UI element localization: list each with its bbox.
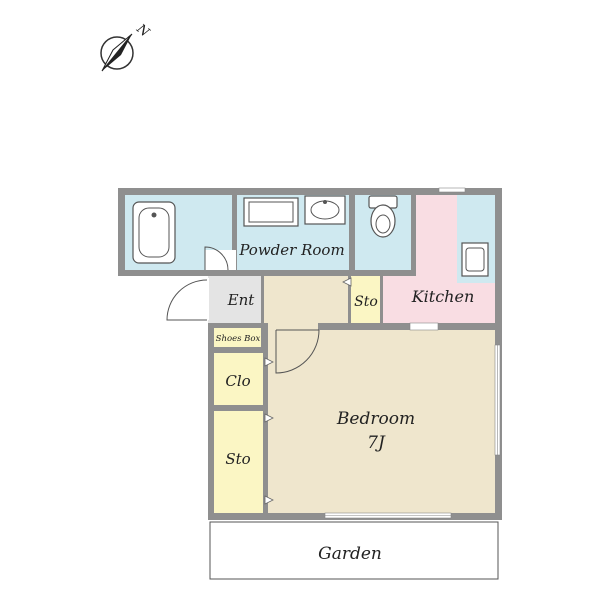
- kitchen-window: [438, 187, 466, 193]
- clo-label: Clo: [225, 372, 250, 390]
- clo-door-marker: [264, 357, 274, 367]
- storage-hall: [351, 276, 380, 323]
- sto-closet-label: Sto: [225, 450, 250, 468]
- bedroom-label: Bedroom: [336, 409, 415, 429]
- closet: [214, 353, 263, 405]
- sto-door-marker-bottom: [264, 495, 274, 505]
- bedroom-size-label: 7J: [367, 433, 386, 453]
- bathroom-door-icon: [204, 246, 236, 271]
- entrance: [208, 276, 261, 323]
- sto-hall-door-marker: [342, 277, 352, 287]
- entrance-door-icon: [166, 278, 209, 321]
- sto-hall-label: Sto: [354, 294, 378, 310]
- compass-label: N: [133, 21, 153, 41]
- kitchen-label: Kitchen: [411, 287, 475, 306]
- garden: [209, 521, 499, 580]
- shoes-box: [214, 328, 261, 347]
- garden-label: Garden: [318, 544, 382, 564]
- sto-door-marker-top: [264, 413, 274, 423]
- shoes-box-label: Shoes Box: [216, 334, 261, 344]
- ent-label: Ent: [227, 291, 256, 309]
- hallway: [264, 276, 348, 323]
- kitchen-opening: [409, 322, 439, 331]
- storage-closet: [214, 411, 263, 513]
- bedroom-door-icon: [275, 329, 320, 374]
- north-compass-icon: [100, 33, 134, 72]
- powder-room-label: Powder Room: [238, 241, 344, 259]
